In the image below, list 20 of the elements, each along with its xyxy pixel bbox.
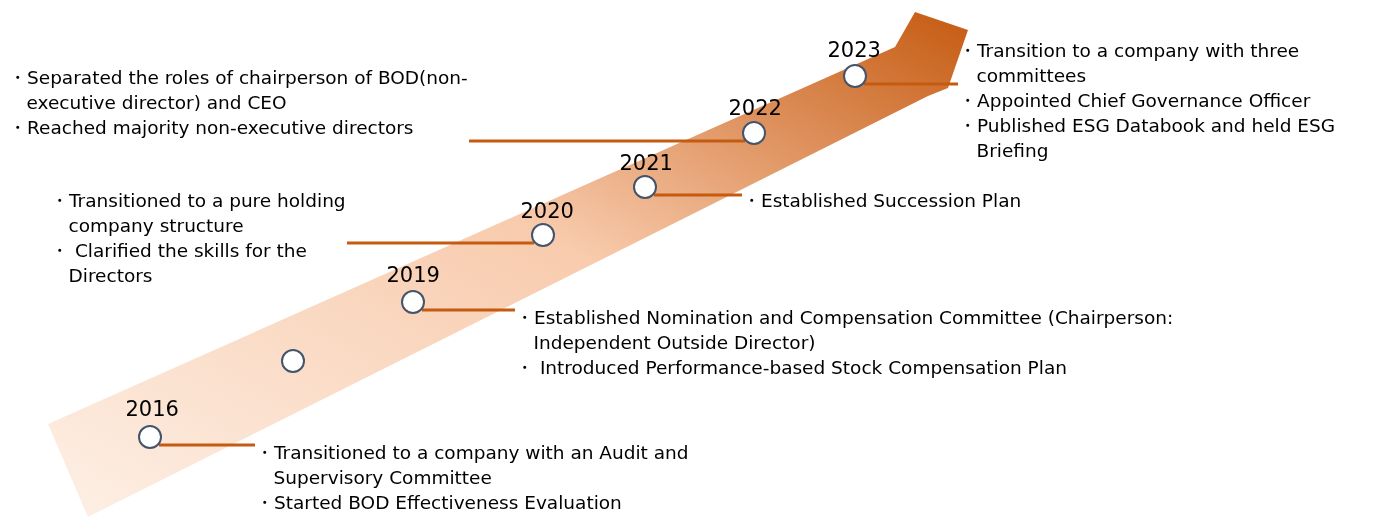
leader-line — [347, 241, 535, 245]
bullet-text: ・Transitioned to a pure holding company structure — [50, 189, 347, 238]
bullet-text: ・ Clarified the skills for the Directors — [50, 239, 308, 288]
year-label: 2020 — [520, 199, 574, 223]
year-label: 2023 — [827, 38, 881, 62]
bullet-text: ・Appointed Chief Governance Officer — [958, 89, 1312, 113]
year-label: 2021 — [619, 151, 673, 175]
leader-line — [158, 443, 255, 447]
year-label: 2016 — [125, 397, 179, 421]
bullet-text: ・Started BOD Effectiveness Evaluation — [255, 491, 623, 515]
year-label: 2019 — [386, 263, 440, 287]
bullet-text: ・Transition to a company with three committees — [958, 39, 1301, 88]
bullet-text: ・Published ESG Databook and held ESG Briefing — [958, 114, 1337, 163]
bullet-text: ・Established Succession Plan — [742, 189, 1023, 213]
bullet-text: ・Transitioned to a company with an Audit and Supervisory Committee — [255, 441, 690, 490]
bullet-text: ・Established Nomination and Compensation Committee (Chairperson: Independent Outside Director) — [515, 306, 1175, 355]
bullet-text: ・Separated the roles of chairperson of BOD(non-executive director) and CEO — [8, 66, 469, 115]
bullet-text: ・Reached majority non-executive directors — [8, 116, 415, 140]
leader-line — [469, 139, 746, 143]
bullet-text: ・ Introduced Performance-based Stock Compensation Plan — [515, 356, 1068, 380]
